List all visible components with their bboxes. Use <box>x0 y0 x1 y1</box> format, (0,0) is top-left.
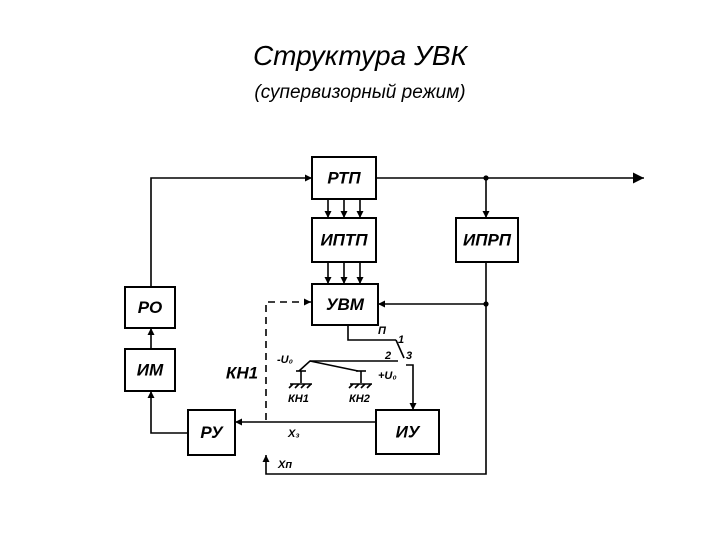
block-ro-label: РО <box>138 298 163 317</box>
block-ru-label: РУ <box>200 423 224 442</box>
line-kn2-contact <box>309 360 359 372</box>
kn1-hatch <box>288 383 312 389</box>
line-switch-to-iu <box>406 364 417 410</box>
block-im: ИМ <box>124 348 176 392</box>
block-ru: РУ <box>187 409 236 456</box>
label-minus-u0: -U₀ <box>277 354 293 366</box>
block-iprp-label: ИПРП <box>463 231 512 250</box>
block-uvm: УВМ <box>311 283 379 326</box>
block-rtp: РТП <box>311 156 377 200</box>
line-uvm-to-switch <box>347 325 396 341</box>
block-iu-label: ИУ <box>396 423 421 442</box>
label-contact-3: 3 <box>406 350 412 362</box>
block-iu: ИУ <box>375 409 440 455</box>
label-contact-2: 2 <box>384 350 391 362</box>
line-ru-to-im <box>147 391 188 434</box>
block-iptp-label: ИПТП <box>320 231 368 250</box>
label-kn1-large: КН1 <box>226 364 258 383</box>
block-ro: РО <box>124 286 176 329</box>
line-ro-to-rtp <box>150 174 312 287</box>
label-kn2: КН2 <box>349 393 370 405</box>
label-plus-u0: +U₀ <box>378 370 397 382</box>
block-uvm-label: УВМ <box>326 295 365 314</box>
label-kn1: КН1 <box>288 393 309 405</box>
label-p: П <box>378 325 387 337</box>
block-im-label: ИМ <box>137 361 164 380</box>
block-iptp: ИПТП <box>311 217 377 263</box>
page-title: Структура УВК <box>252 40 468 71</box>
block-rtp-label: РТП <box>327 169 361 188</box>
page-subtitle: (супервизорный режим) <box>254 82 466 103</box>
label-contact-1: 1 <box>398 334 404 346</box>
block-iprp: ИПРП <box>455 217 519 263</box>
line-xp-feedback <box>262 304 487 475</box>
label-xp: Xп <box>277 459 292 471</box>
line-iprp-to-uvm <box>378 262 487 308</box>
switch-blade <box>395 339 405 359</box>
label-x3: X₃ <box>287 428 300 440</box>
line-dashed-ru-to-uvm <box>265 298 311 420</box>
connections <box>147 172 644 475</box>
kn2-hatch <box>348 383 372 389</box>
